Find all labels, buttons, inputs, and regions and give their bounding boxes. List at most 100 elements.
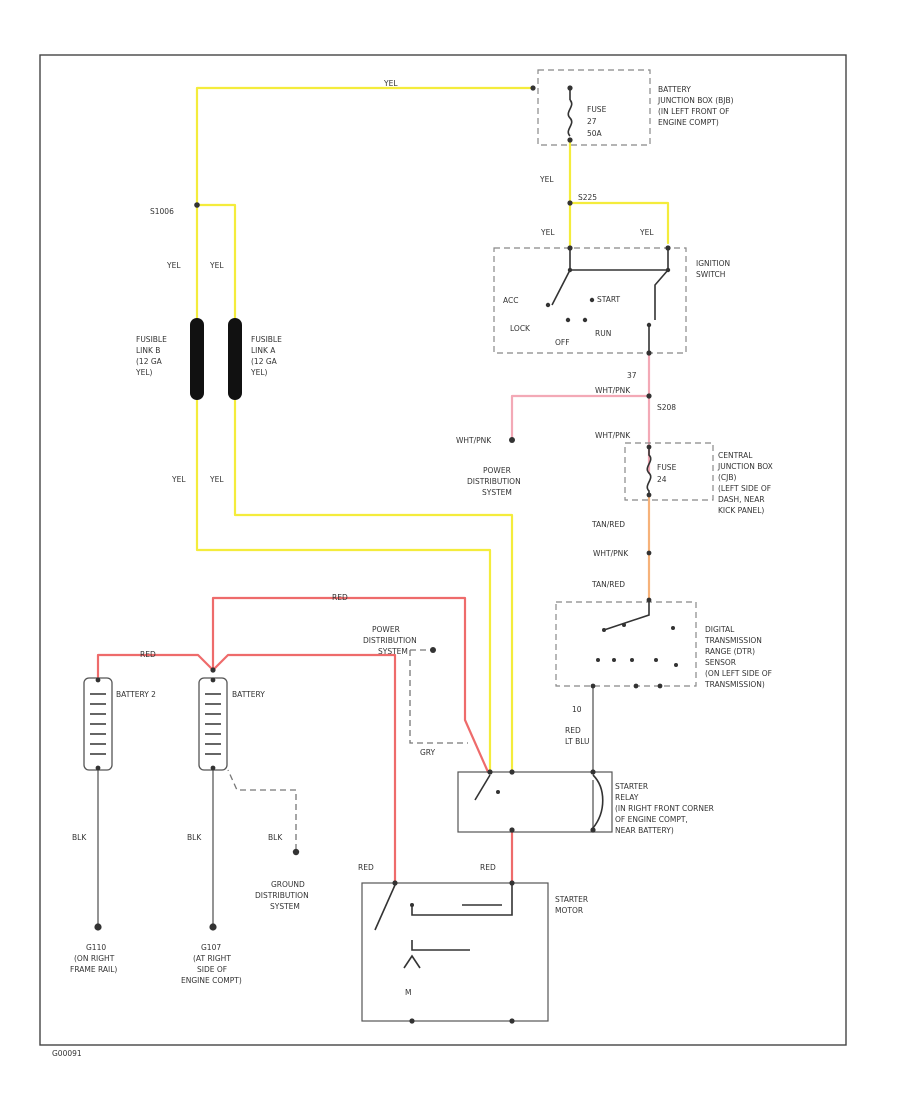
dtr-label-5: TRANSMISSION) [704,680,765,689]
pd2-label-0: POWER [372,625,400,634]
wire-label-red-bat: RED [140,650,156,659]
ignition-switch: ACC START LOCK RUN OFF IGNITION SWITCH 3… [493,245,730,412]
wire-label-wht-pnk-pd: WHT/PNK [456,436,492,445]
relay-label-0: STARTER [615,782,648,791]
central-junction-box: WHT/PNK FUSE 24 CENTRAL JUNCTION BOX (CJ… [595,431,773,515]
ign-pos-off: OFF [555,338,570,347]
fl-a-label-3: YEL) [250,368,267,377]
wire-label-red-top: RED [332,593,348,602]
bjb-label-2: (IN LEFT FRONT OF [658,107,729,116]
motor-label-1: MOTOR [555,906,583,915]
fl-b-label-0: FUSIBLE [136,335,167,344]
g107-label-3: ENGINE COMPT) [181,976,242,985]
ground-g110: G110 (ON RIGHT FRAME RAIL) [70,923,117,974]
battery-2: BATTERY 2 [83,677,156,771]
wire-label-blk-1: BLK [72,833,87,842]
battery2-label: BATTERY 2 [116,690,156,699]
g110-label-2: FRAME RAIL) [70,965,117,974]
wire-label-tan-red-1: TAN/RED [591,520,625,529]
wire-label-gry: GRY [420,748,436,757]
fl-b-label-2: (12 GA [136,357,163,366]
g107-label-0: G107 [201,943,221,952]
wire-label-red: RED [565,726,581,735]
relay-label-2: (IN RIGHT FRONT CORNER [615,804,714,813]
ign-pos-acc: ACC [503,296,518,305]
starter-motor: M STARTER MOTOR [361,880,588,1024]
diagram-frame [39,54,847,1046]
dtr-label-3: SENSOR [705,658,736,667]
bjb-fuse-label-2: 50A [587,129,603,138]
splice-label-left: S1006 [150,207,174,216]
bjb-fuse-label-0: FUSE [587,105,607,114]
cjb-label-4: DASH, NEAR [718,495,765,504]
ign-circuit: 37 [627,371,637,380]
relay-label-4: NEAR BATTERY) [615,826,674,835]
cjb-fuse-label-0: FUSE [657,463,677,472]
wire-label-lt-blu: LT BLU [565,737,590,746]
ground-g107: G107 (AT RIGHT SIDE OF ENGINE COMPT) [181,923,242,985]
battery1-label: BATTERY [232,690,265,699]
g110-label-1: (ON RIGHT [74,954,115,963]
g110-label-0: G110 [86,943,106,952]
wire-label-yel-bjb: YEL [539,175,554,184]
wire-label-wht-pnk-low: WHT/PNK [593,549,629,558]
battery-1: BATTERY [198,677,265,771]
ground-distribution: GROUND DISTRIBUTION SYSTEM [255,880,309,911]
wire-label-yel-low-2: YEL [209,475,224,484]
ign-pos-lock: LOCK [510,324,531,333]
dtr-label-2: RANGE (DTR) [705,647,755,656]
pd2-label-2: SYSTEM [378,647,408,656]
pd2-label-1: DISTRIBUTION [363,636,417,645]
power-distribution-connector-1: WHT/PNK POWER DISTRIBUTION SYSTEM [456,436,521,497]
gd-label-1: DISTRIBUTION [255,891,309,900]
battery-junction-box: FUSE 27 50A BATTERY JUNCTION BOX (BJB) (… [530,69,734,146]
dtr-label-1: TRANSMISSION [704,636,762,645]
cjb-label-2: (CJB) [718,473,737,482]
bjb-label-0: BATTERY [658,85,691,94]
wire-label-tan-red-2: TAN/RED [591,580,625,589]
g107-label-2: SIDE OF [197,965,227,974]
motor-m-label: M [405,988,411,997]
wire-label-yel-ign-2: YEL [639,228,654,237]
pd1-label-1: DISTRIBUTION [467,477,521,486]
wire-label-yel-ign-1: YEL [540,228,555,237]
ign-label-1: SWITCH [696,270,725,279]
fusible-link-a: FUSIBLE LINK A (12 GA YEL) [228,318,282,400]
cjb-label-1: JUNCTION BOX [717,462,773,471]
gd-label-2: SYSTEM [270,902,300,911]
bjb-fuse-label-1: 27 [587,117,597,126]
g107-label-1: (AT RIGHT [193,954,231,963]
power-distribution-connector-2: POWER DISTRIBUTION SYSTEM [363,625,436,656]
wire-label-wht-pnk-1: WHT/PNK [595,386,631,395]
starter-relay: STARTER RELAY (IN RIGHT FRONT CORNER OF … [457,769,714,835]
fl-a-label-2: (12 GA [251,357,278,366]
cjb-label-3: (LEFT SIDE OF [718,484,771,493]
fusible-link-b: FUSIBLE LINK B (12 GA YEL) [135,318,204,400]
dashed-links [227,649,468,850]
dtr-circuit: 10 [572,705,582,714]
dtr-label-4: (ON LEFT SIDE OF [705,669,772,678]
red-wires [96,596,514,885]
digital-transmission-range-sensor: DIGITAL TRANSMISSION RANGE (DTR) SENSOR … [555,597,772,714]
diagram-id: G00091 [52,1049,82,1058]
wire-label-yel-fl-b: YEL [166,261,181,270]
dtr-label-0: DIGITAL [705,625,735,634]
fl-b-label-1: LINK B [136,346,160,355]
ign-pos-start: START [597,295,621,304]
gd-label-0: GROUND [271,880,305,889]
gray-wires [97,688,594,925]
wire-label-yel-top: YEL [383,79,398,88]
splice-label-top-right: S225 [578,193,597,202]
bjb-label-1: JUNCTION BOX (BJB) [657,96,734,105]
motor-label-0: STARTER [555,895,588,904]
splice-label-ign: S208 [657,403,676,412]
wire-label-yel-fl-a: YEL [209,261,224,270]
fl-a-label-0: FUSIBLE [251,335,282,344]
wire-label-red-motor-1: RED [358,863,374,872]
bjb-label-3: ENGINE COMPT) [658,118,719,127]
ign-pos-run: RUN [595,329,611,338]
wire-label-blk-2: BLK [187,833,202,842]
wire-label-blk-3: BLK [268,833,283,842]
cjb-label-5: KICK PANEL) [718,506,764,515]
